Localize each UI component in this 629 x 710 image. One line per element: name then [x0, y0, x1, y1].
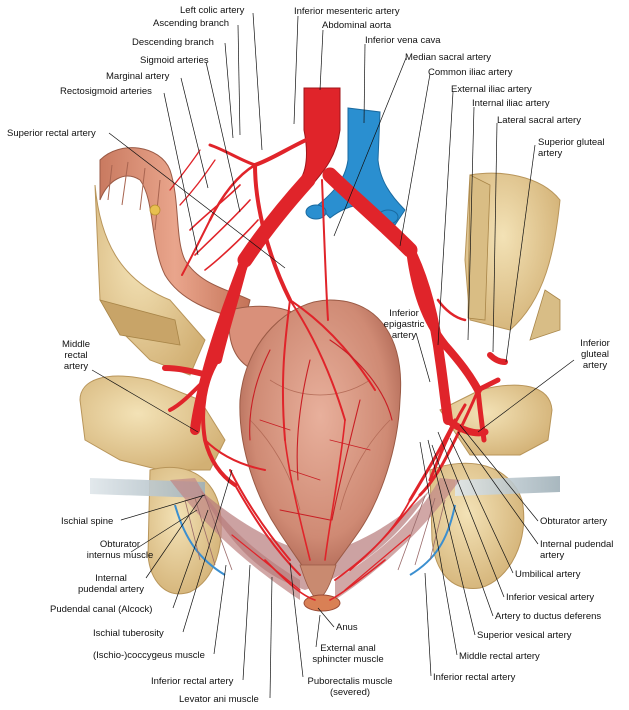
label-ischial-spine: Ischial spine	[61, 516, 114, 527]
label-inferior-vesical-artery: Inferior vesical artery	[506, 592, 595, 603]
label-marginal-artery: Marginal artery	[106, 71, 170, 82]
label-umbilical-artery: Umbilical artery	[515, 569, 581, 580]
label-internal-pudendal-artery-right: Internal pudendal artery	[540, 539, 614, 561]
label-rectosigmoid-arteries: Rectosigmoid arteries	[60, 86, 152, 97]
label-levator-ani-muscle: Levator ani muscle	[179, 694, 259, 705]
label-superior-gluteal-artery: Superior gluteal artery	[538, 137, 605, 159]
label-descending-branch: Descending branch	[132, 37, 214, 48]
label-inferior-rectal-artery-right: Inferior rectal artery	[433, 672, 516, 683]
label-inferior-rectal-artery-left: Inferior rectal artery	[151, 676, 234, 687]
label-internal-iliac-artery: Internal iliac artery	[472, 98, 550, 109]
label-inferior-epigastric-artery: Inferior epigastric artery	[383, 308, 425, 341]
label-superior-rectal-artery: Superior rectal artery	[7, 128, 96, 139]
label-pudendal-canal: Pudendal canal (Alcock)	[50, 604, 153, 615]
label-median-sacral-artery: Median sacral artery	[405, 52, 492, 63]
pelvic-floor-muscles	[90, 476, 560, 600]
label-obturator-artery: Obturator artery	[540, 516, 608, 527]
label-obturator-internus-muscle: Obturator internus muscle	[86, 539, 154, 561]
label-coccygeus-muscle: (Ischio-)coccygeus muscle	[93, 650, 205, 661]
label-abdominal-aorta: Abdominal aorta	[322, 20, 392, 31]
leader-lines	[91, 12, 575, 699]
label-inferior-gluteal-artery: Inferior gluteal artery	[580, 338, 610, 371]
label-inferior-vena-cava: Inferior vena cava	[365, 35, 441, 46]
label-ascending-branch: Ascending branch	[153, 18, 230, 29]
label-ischial-tuberosity: Ischial tuberosity	[93, 628, 164, 639]
label-middle-rectal-artery-left: Middle rectal artery	[62, 339, 90, 372]
label-internal-pudendal-artery-left: Internal pudendal artery	[77, 573, 145, 595]
label-external-iliac-artery: External iliac artery	[451, 84, 532, 95]
label-lateral-sacral-artery: Lateral sacral artery	[497, 115, 581, 126]
label-middle-rectal-artery-right: Middle rectal artery	[459, 651, 540, 662]
pelvic-bones	[79, 172, 561, 595]
label-superior-vesical-artery: Superior vesical artery	[477, 630, 572, 641]
label-left-colic-artery: Left colic artery	[180, 5, 245, 16]
label-external-anal-sphincter: External anal sphincter muscle	[312, 643, 384, 665]
label-artery-to-ductus-deferens: Artery to ductus deferens	[495, 611, 602, 622]
arteries	[162, 87, 508, 601]
label-puborectalis-muscle: Puborectalis muscle (severed)	[307, 676, 393, 698]
label-inferior-mesenteric-artery: Inferior mesenteric artery	[294, 6, 400, 17]
label-common-iliac-artery: Common iliac artery	[428, 67, 513, 78]
label-sigmoid-arteries: Sigmoid arteries	[140, 55, 209, 66]
label-anus: Anus	[336, 622, 358, 633]
